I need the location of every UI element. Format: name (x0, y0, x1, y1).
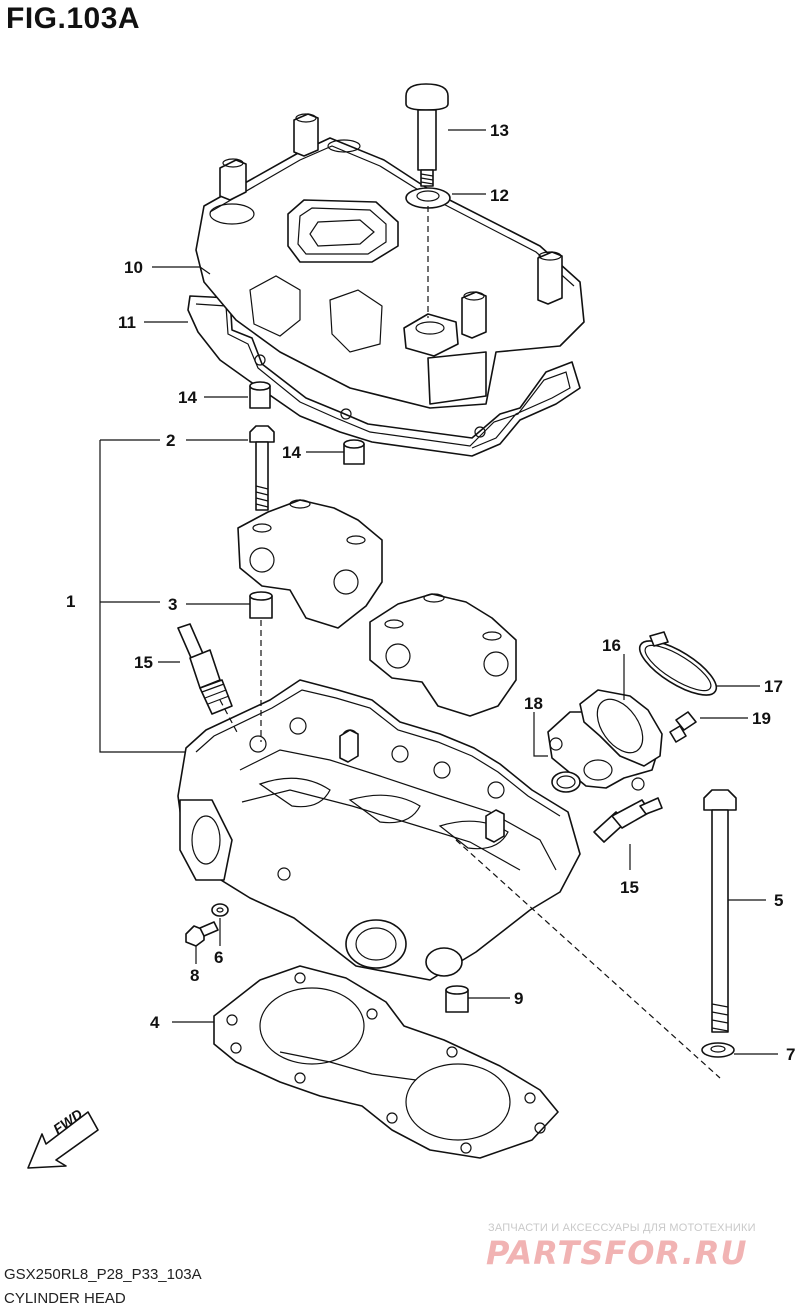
cover-grommet-left[interactable] (249, 381, 271, 409)
camshaft-holder-right[interactable] (369, 593, 517, 717)
callout-1: 1 (66, 592, 76, 611)
alignment-dashed-lines (219, 206, 721, 1079)
callout-15-right: 15 (620, 878, 639, 897)
callout-14-left: 14 (178, 388, 197, 407)
figure-code: GSX250RL8_P28_P33_103A (4, 1266, 202, 1283)
callout-17: 17 (764, 677, 783, 696)
callout-18: 18 (524, 694, 543, 713)
callout-16: 16 (602, 636, 621, 655)
callout-10: 10 (124, 258, 143, 277)
cover-bolt[interactable] (405, 83, 449, 187)
camshaft-holder-left[interactable] (237, 499, 383, 629)
head-dowel[interactable] (445, 985, 469, 1013)
callout-4: 4 (150, 1013, 160, 1032)
callout-3: 3 (168, 595, 178, 614)
watermark-tagline: ЗАПЧАСТИ И АКСЕССУАРЫ ДЛЯ МОТОТЕХНИКИ (488, 1222, 756, 1234)
callout-8: 8 (190, 966, 200, 985)
fwd-arrow-icon (27, 1111, 99, 1169)
leader-lines (99, 129, 778, 1055)
cylinder-head-gasket[interactable] (213, 965, 559, 1159)
spark-plug-left[interactable] (177, 623, 233, 715)
cover-grommet-right[interactable] (343, 439, 365, 465)
cylinder-head-cover[interactable] (195, 113, 585, 409)
callout-19: 19 (752, 709, 771, 728)
small-washer[interactable] (211, 903, 229, 917)
bolt-seal-washer[interactable] (405, 187, 451, 209)
intake-clamp[interactable] (632, 631, 724, 705)
callout-9: 9 (514, 989, 524, 1008)
callout-7: 7 (786, 1045, 796, 1064)
spark-plug-right[interactable] (593, 797, 663, 843)
bolt-washer[interactable] (701, 1042, 735, 1058)
callout-6: 6 (214, 948, 224, 967)
intake-o-ring[interactable] (551, 771, 581, 793)
callout-15-left: 15 (134, 653, 153, 672)
intake-screw[interactable] (669, 711, 697, 743)
callout-2: 2 (166, 431, 176, 450)
head-bolt-long[interactable] (703, 789, 737, 1033)
callout-5: 5 (774, 891, 784, 910)
callout-12: 12 (490, 186, 509, 205)
callout-14-right: 14 (282, 443, 301, 462)
callout-13: 13 (490, 121, 509, 140)
watermark-brand: PARTSFOR.RU (486, 1234, 748, 1272)
head-bolt-short[interactable] (249, 425, 275, 511)
cylinder-head[interactable] (177, 679, 581, 981)
figure-caption: CYLINDER HEAD (4, 1290, 126, 1307)
dowel-pin[interactable] (249, 591, 273, 619)
figure-title: FIG.103A (6, 2, 141, 35)
callout-11: 11 (118, 313, 136, 332)
intake-pipe[interactable] (547, 689, 663, 791)
small-bolt[interactable] (185, 921, 219, 947)
